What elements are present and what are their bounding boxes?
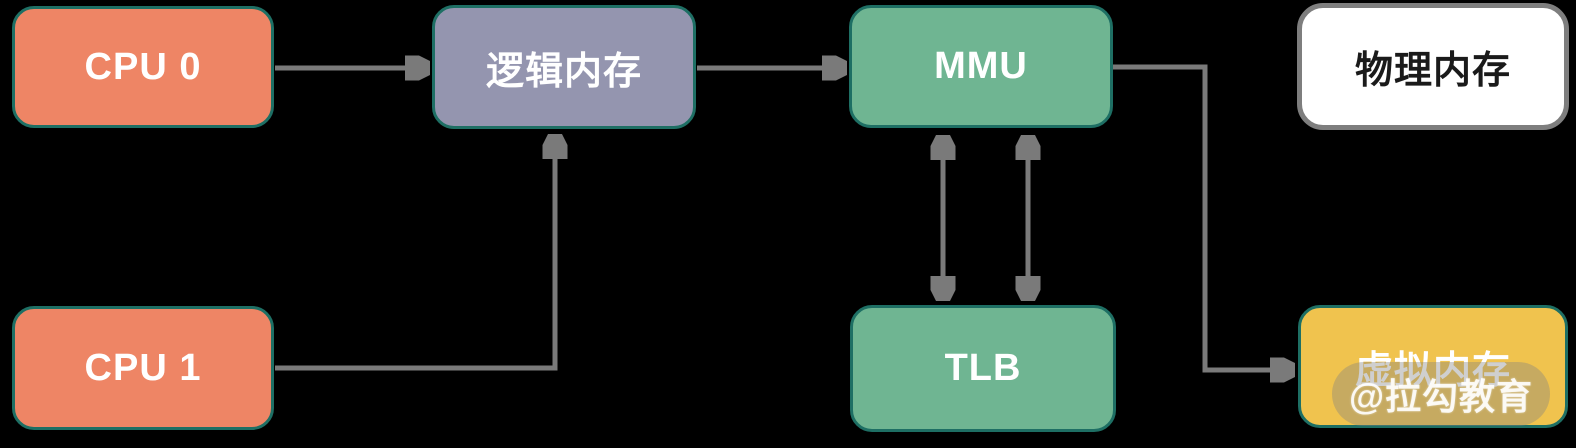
node-cpu1-label: CPU 1 xyxy=(84,346,202,389)
node-cpu0-label: CPU 0 xyxy=(84,45,202,88)
watermark-badge: @拉勾教育 xyxy=(1332,362,1550,426)
node-logical-memory: 逻辑内存 xyxy=(432,5,696,129)
edge-mmu-to-virtual-memory xyxy=(1113,64,1295,370)
node-mmu-label: MMU xyxy=(934,45,1028,87)
node-cpu1: CPU 1 xyxy=(12,306,274,430)
node-virtual-memory-label: 虚拟内存 xyxy=(1354,350,1511,392)
node-physical-memory: 物理内存 xyxy=(1297,3,1569,130)
node-cpu0: CPU 0 xyxy=(12,6,274,128)
node-mmu: MMU xyxy=(849,5,1113,128)
node-logical-memory-label: 逻辑内存 xyxy=(485,50,642,93)
node-physical-memory-label: 物理内存 xyxy=(1354,50,1511,92)
edge-cpu1-to-logical-memory xyxy=(275,134,555,371)
node-tlb: TLB xyxy=(850,305,1116,432)
node-tlb-label: TLB xyxy=(944,347,1022,389)
watermark-label: @拉勾教育 xyxy=(1348,376,1534,417)
node-virtual-memory: 虚拟内存 xyxy=(1298,305,1568,428)
